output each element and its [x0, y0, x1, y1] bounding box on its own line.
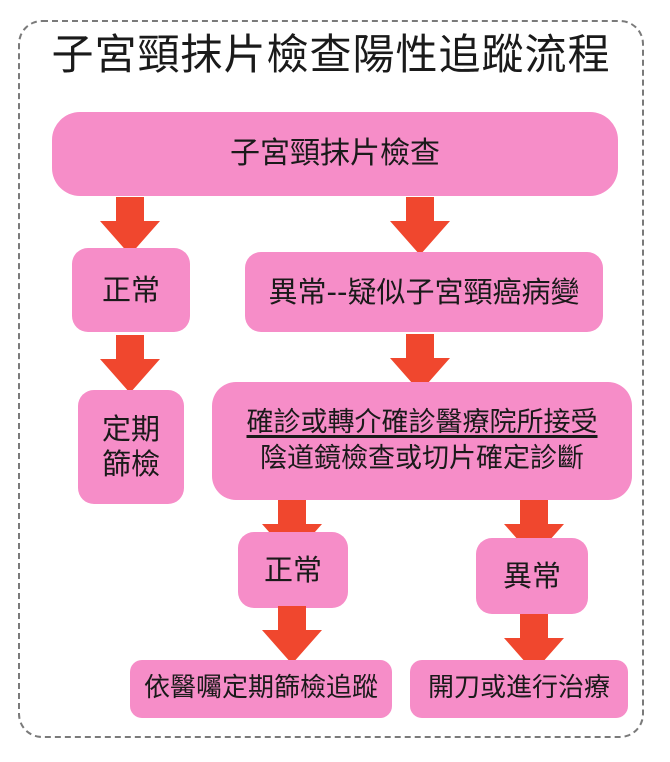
abnormal-2-box: 異常 — [476, 538, 588, 614]
arrow-to-follow-up — [262, 606, 322, 664]
arrow-to-confirm — [390, 334, 450, 392]
abnormal-2-label: 異常 — [502, 558, 561, 593]
normal-2-label: 正常 — [263, 552, 322, 587]
follow-up-label: 依醫囑定期篩檢追蹤 — [143, 673, 378, 704]
confirm-diagnosis-box: 確診或轉介確診醫療院所接受 陰道鏡檢查或切片確定診斷 — [212, 382, 632, 500]
normal-1-box: 正常 — [72, 248, 190, 332]
treatment-box: 開刀或進行治療 — [410, 660, 628, 718]
normal-1-label: 正常 — [101, 272, 160, 307]
follow-up-box: 依醫囑定期篩檢追蹤 — [130, 660, 392, 718]
arrow-to-screening — [100, 335, 160, 393]
abnormal-1-box: 異常--疑似子宮頸癌病變 — [245, 252, 603, 332]
pap-test-box: 子宮頸抹片檢查 — [52, 112, 618, 196]
screening-line-1: 定期 — [101, 412, 160, 447]
regular-screening-box: 定期 篩檢 — [78, 390, 184, 504]
confirm-line-1: 確診或轉介確診醫療院所接受 — [246, 406, 598, 438]
arrow-to-treatment — [504, 614, 564, 672]
arrow-to-normal-1 — [100, 197, 160, 255]
normal-2-box: 正常 — [238, 532, 348, 608]
arrow-to-abnormal-1 — [390, 197, 450, 255]
arrow-to-abnormal-2 — [504, 500, 564, 558]
confirm-line-2: 陰道鏡檢查或切片確定診斷 — [260, 443, 584, 474]
abnormal-1-label: 異常--疑似子宮頸癌病變 — [268, 274, 580, 309]
screening-line-2: 篩檢 — [101, 447, 160, 481]
diagram-title: 子宮頸抹片檢查陽性追蹤流程 — [51, 30, 611, 79]
diagram-frame — [18, 20, 644, 738]
arrow-to-normal-2 — [262, 500, 322, 558]
treatment-label: 開刀或進行治療 — [427, 673, 610, 704]
pap-test-label: 子宮頸抹片檢查 — [230, 136, 440, 171]
